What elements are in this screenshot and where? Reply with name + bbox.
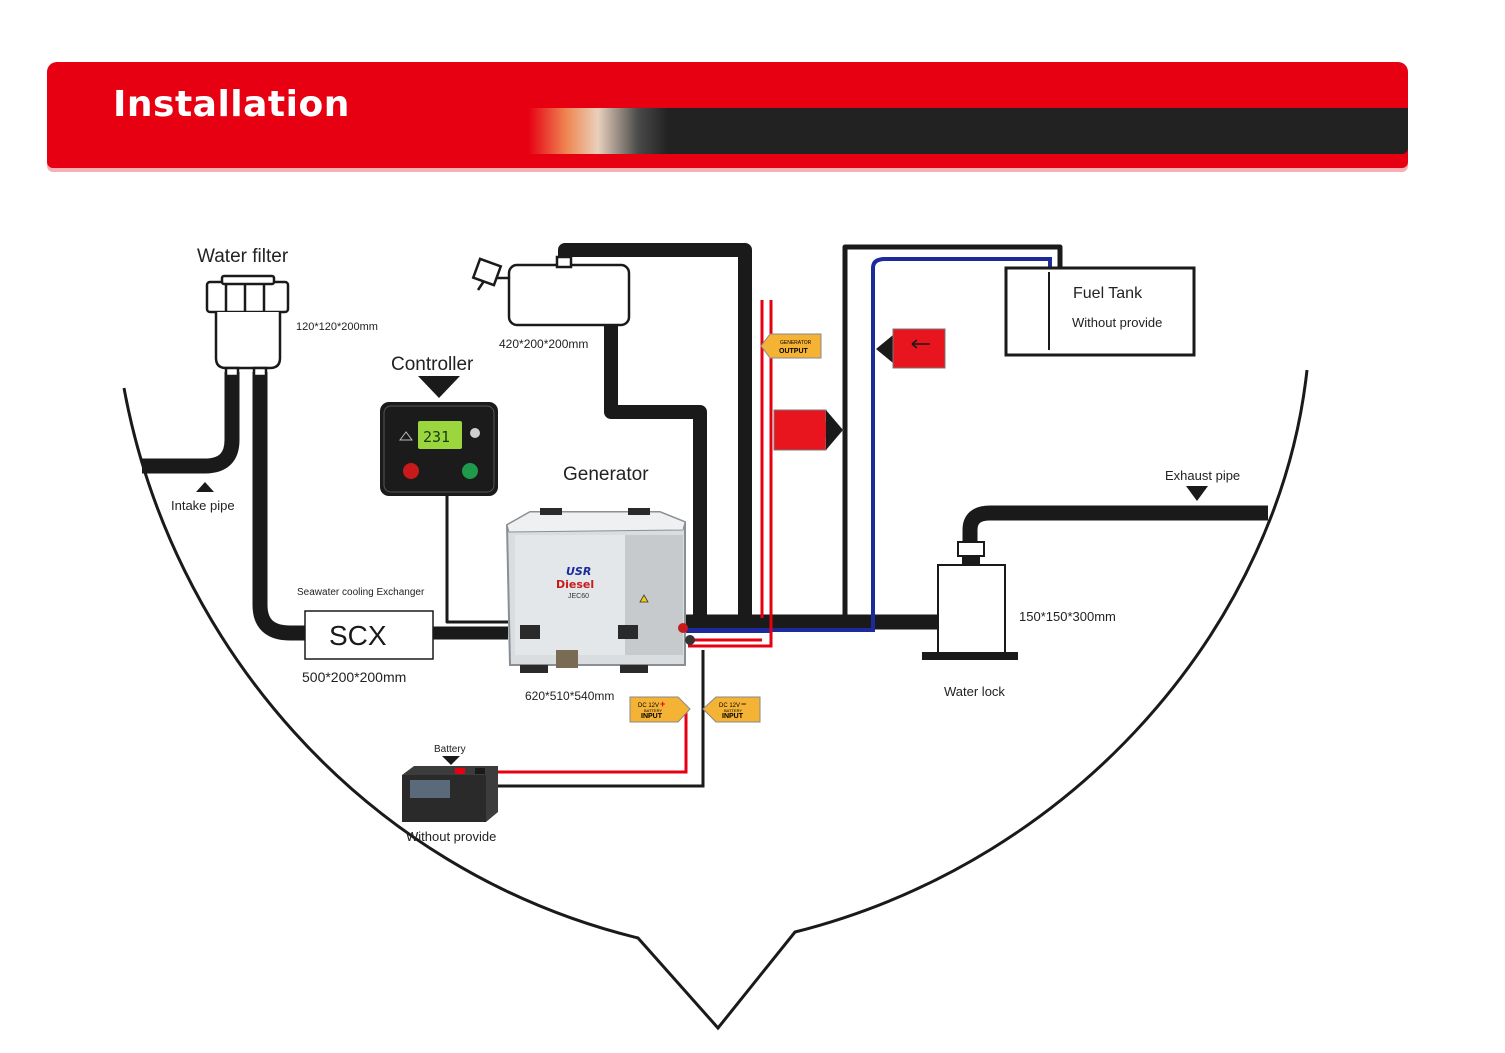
svg-text:−: − — [741, 699, 746, 709]
svg-text:BATTERY: BATTERY — [724, 708, 742, 713]
fuel-tank-note: Without provide — [1072, 315, 1162, 330]
svg-text:+: + — [660, 699, 665, 709]
battery-wire-black — [486, 650, 705, 788]
page-title: Installation — [113, 84, 350, 125]
scx-label: SCX — [329, 620, 387, 651]
svg-text:OUTPUT: OUTPUT — [779, 348, 809, 355]
controller-panel — [380, 402, 498, 496]
intake-pointer-icon — [196, 482, 214, 492]
generator-name: Diesel — [556, 578, 594, 591]
exchanger-title: Seawater cooling Exchanger — [297, 587, 425, 598]
svg-text:BATTERY: BATTERY — [644, 708, 662, 713]
water-lock-size: 150*150*300mm — [1019, 609, 1116, 624]
generator-unit — [505, 508, 695, 673]
intake-pipe-label: Intake pipe — [171, 498, 235, 513]
fuel-tank-label: Fuel Tank — [1073, 285, 1143, 302]
generator-logo: USR — [566, 565, 591, 578]
svg-text:DC 12V: DC 12V — [638, 703, 659, 709]
pipes-black — [142, 243, 1268, 641]
generator-model: JEC60 — [568, 593, 589, 600]
scx-box — [304, 610, 434, 660]
battery-unit — [402, 766, 498, 822]
controller-pointer-icon — [418, 376, 460, 398]
svg-text:INPUT: INPUT — [641, 713, 663, 720]
generator-label: Generator — [563, 464, 649, 485]
tank-size: 420*200*200mm — [499, 337, 588, 351]
fuel-line-blue — [686, 257, 1052, 632]
wires-red — [486, 300, 773, 774]
arrow-left-icon — [911, 339, 930, 349]
small-tank — [471, 255, 631, 327]
banner-dark-stripe — [528, 108, 1408, 154]
tag-generator-output: GENERATOR OUTPUT — [760, 333, 822, 359]
battery-note: Without provide — [406, 829, 496, 844]
hazard-icon — [639, 594, 649, 603]
exhaust-pointer-icon — [1186, 486, 1208, 501]
water-filter-size: 120*120*200mm — [296, 321, 378, 333]
battery-pointer-icon — [442, 756, 460, 765]
start-button — [462, 463, 478, 479]
heart-icon — [470, 428, 480, 438]
controller-label: Controller — [391, 354, 474, 375]
water-lock-label: Water lock — [944, 684, 1005, 699]
water-filter-label: Water filter — [197, 246, 289, 267]
tag-dc-plus: DC 12V + BATTERY INPUT — [629, 696, 691, 723]
controller-reading: 231 — [423, 428, 450, 446]
hull-outline — [122, 369, 1309, 1031]
generator-size: 620*510*540mm — [525, 689, 614, 703]
tag-dc-minus: DC 12V − BATTERY INPUT — [702, 696, 761, 723]
scx-size: 500*200*200mm — [302, 669, 406, 685]
svg-text:GENERATOR: GENERATOR — [780, 340, 812, 346]
exhaust-pipe-label: Exhaust pipe — [1165, 468, 1240, 483]
warning-icon — [399, 431, 413, 441]
water-lock — [922, 541, 1018, 660]
svg-text:DC 12V: DC 12V — [719, 703, 740, 709]
tag-fuel-input — [876, 328, 946, 369]
tag-fuel-return — [773, 409, 845, 451]
battery-label: Battery — [434, 744, 466, 755]
svg-text:INPUT: INPUT — [722, 713, 744, 720]
stop-button — [403, 463, 419, 479]
water-filter — [205, 274, 290, 378]
fuel-tank-box — [1004, 266, 1196, 357]
header-banner: Installation — [47, 62, 1408, 168]
